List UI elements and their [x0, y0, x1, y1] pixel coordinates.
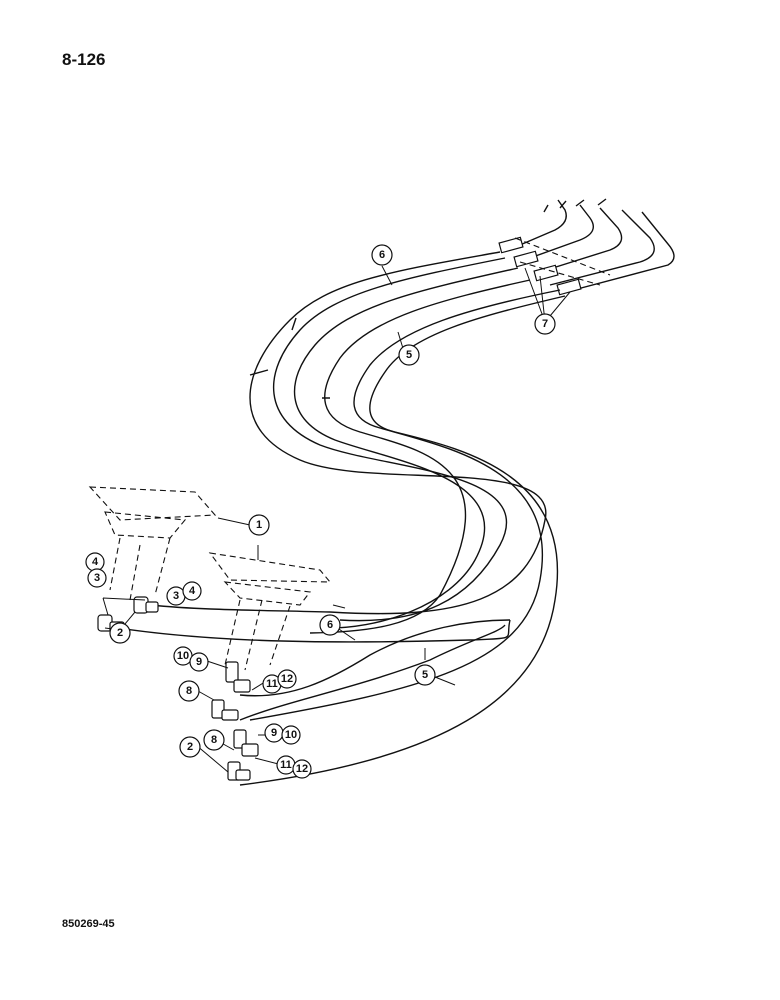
callout-6-lower: 6 [319, 614, 341, 636]
svg-text:1: 1 [256, 519, 262, 531]
callout-5-top: 5 [398, 344, 420, 366]
svg-text:2: 2 [117, 627, 123, 639]
callout-12-lower: 12 [292, 759, 312, 779]
svg-text:6: 6 [327, 619, 333, 631]
callout-5-lower: 5 [414, 664, 436, 686]
tube-fittings [498, 236, 582, 296]
svg-text:3: 3 [173, 590, 179, 602]
leader-lines [102, 265, 571, 773]
hose-bundle [239, 251, 566, 786]
callout-1-upper: 1 [248, 514, 270, 536]
callout-8-lower: 8 [203, 729, 225, 751]
callout-12-upper: 12 [277, 669, 297, 689]
callout-6-top: 6 [371, 244, 393, 266]
lower-hoses [117, 604, 511, 721]
tee-fittings [211, 661, 259, 781]
callout-11-lower: 11 [276, 755, 296, 775]
svg-text:7: 7 [542, 318, 548, 330]
svg-text:12: 12 [281, 673, 293, 685]
callout-9-lower: 9 [264, 723, 284, 743]
svg-text:4: 4 [189, 585, 196, 597]
drawing-number: 850269-45 [62, 918, 115, 930]
tube-clamp-outline [514, 237, 611, 286]
callout-9-upper: 9 [189, 652, 209, 672]
svg-text:9: 9 [196, 656, 202, 668]
callout-10-lower: 10 [281, 725, 301, 745]
callout-3-left: 3 [87, 568, 107, 588]
callout-4-left: 4 [85, 552, 105, 572]
page-number: 8-126 [62, 50, 106, 69]
callout-7: 7 [534, 313, 556, 335]
callout-2-left: 2 [109, 622, 131, 644]
svg-text:11: 11 [280, 759, 292, 771]
callout-3-right: 3 [166, 586, 186, 606]
svg-text:11: 11 [266, 678, 278, 690]
callout-8-upper: 8 [178, 680, 200, 702]
svg-text:6: 6 [379, 249, 385, 261]
rigid-tube-bundle [519, 198, 675, 293]
svg-text:5: 5 [422, 669, 428, 681]
callout-10-upper: 10 [173, 646, 193, 666]
svg-text:10: 10 [285, 729, 297, 741]
callout-2-lower: 2 [179, 736, 201, 758]
svg-text:8: 8 [211, 734, 217, 746]
svg-text:5: 5 [406, 349, 412, 361]
svg-text:9: 9 [271, 727, 277, 739]
svg-text:12: 12 [296, 763, 308, 775]
control-valve-outline [88, 486, 332, 671]
svg-text:2: 2 [187, 741, 193, 753]
svg-text:8: 8 [186, 685, 192, 697]
svg-text:10: 10 [177, 650, 189, 662]
svg-text:3: 3 [94, 572, 100, 584]
callout-4-right: 4 [182, 581, 202, 601]
svg-text:4: 4 [92, 556, 99, 568]
